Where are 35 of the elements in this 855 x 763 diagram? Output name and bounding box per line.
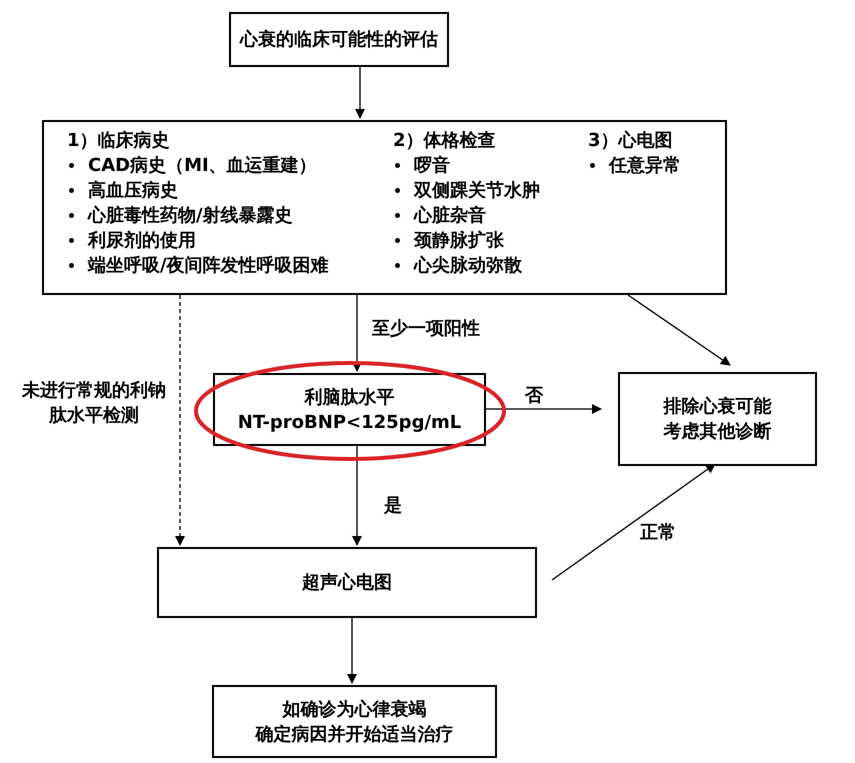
arrow [355,67,365,119]
node-text: NT-proBNP<125pg/mL [238,410,462,434]
list-item: 心尖脉动弥散 [414,254,522,278]
node-text: 排除心衰可能 [664,395,772,419]
node-text: 确定病因并开始适当治疗 [256,722,454,746]
list-item: CAD病史（MI、血运重建） [88,154,317,178]
arrow [347,618,357,684]
process-box [229,12,449,67]
arrow [352,446,362,546]
list-item: 颈静脉扩张 [414,229,504,253]
list-item: 高血压病史 [88,179,178,203]
node-text: 考虑其他诊断 [664,420,772,444]
arrow [352,295,362,372]
arrow [628,294,731,366]
list-item: 双侧踝关节水肿 [414,179,540,203]
node-text: 如确诊为心律衰竭 [282,698,426,722]
dashed-arrow [175,295,185,546]
list-item: 心脏杂音 [414,204,486,228]
list-item: 啰音 [414,154,450,178]
column-heading: 2）体格检查 [393,129,496,153]
list-item: 心脏毒性药物/射线暴露史 [88,204,293,228]
process-box [157,547,537,618]
column-heading: 3）心电图 [588,129,673,153]
process-box [213,373,486,446]
list-item: 利尿剂的使用 [88,229,196,253]
arrow [486,404,602,414]
process-box [618,372,817,466]
process-box [212,685,497,758]
criteria-box [42,120,727,295]
column-heading: 1）临床病史 [67,129,170,153]
node-text: 心衰的临床可能性的评估 [240,28,438,52]
node-text: 利脑肽水平 [304,386,394,410]
node-text: 超声心电图 [302,571,392,595]
list-item: 任意异常 [609,154,681,178]
list-item: 端坐呼吸/夜间阵发性呼吸困难 [88,254,329,278]
